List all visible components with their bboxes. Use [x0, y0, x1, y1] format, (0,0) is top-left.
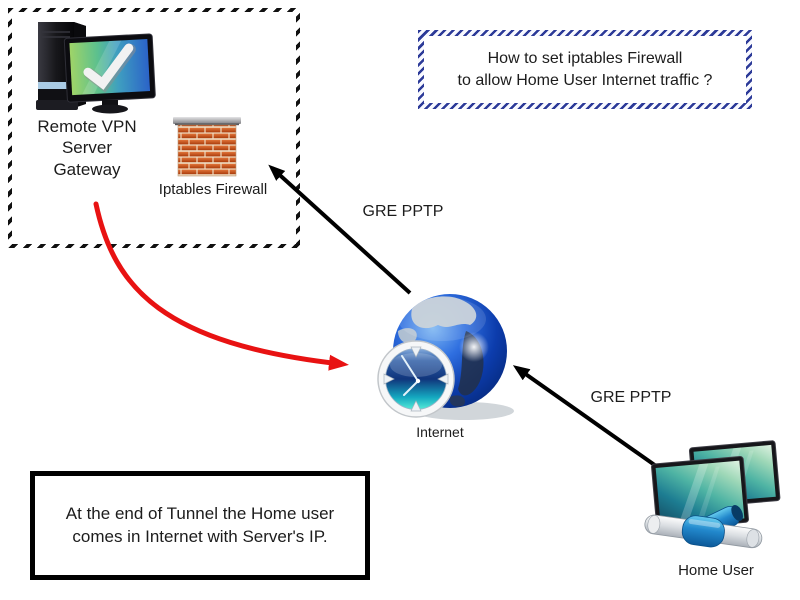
question-text: How to set iptables Firewall to allow Ho… [457, 49, 713, 89]
question-box-interior: How to set iptables Firewall to allow Ho… [424, 36, 746, 103]
internet-label: Internet [416, 424, 464, 440]
note-text: At the end of Tunnel the Home user comes… [65, 504, 335, 546]
red-tunnel-arrow-server-to-internet [93, 201, 349, 371]
home-user-computers-icon [644, 440, 781, 549]
firewall-label: Iptables Firewall [158, 181, 268, 198]
home-user-label: Home User [678, 562, 754, 579]
brick-firewall-icon [173, 117, 241, 177]
server-computer-icon [36, 22, 156, 114]
gre-arrow-internet-to-firewall [268, 164, 412, 295]
question-box: How to set iptables Firewall to allow Ho… [418, 30, 752, 109]
gre-pptp-label-lower: GRE PPTP [590, 389, 672, 406]
gre-pptp-label-upper: GRE PPTP [362, 203, 444, 220]
internet-globe-clock-icon [377, 294, 514, 420]
vpn-server-label: Remote VPN Server Gateway [37, 117, 137, 179]
note-box: At the end of Tunnel the Home user comes… [30, 471, 370, 580]
